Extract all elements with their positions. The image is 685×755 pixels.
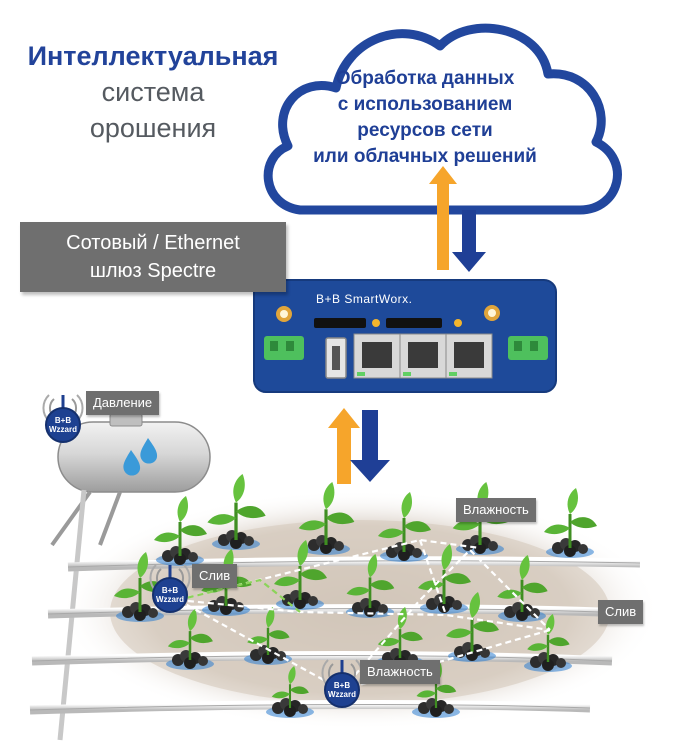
wzzard-logo: B+B Wzzard	[155, 586, 185, 604]
cloud-caption: Обработка данных с использованием ресурс…	[290, 66, 560, 170]
sensor-tag-drain-right: Слив	[598, 600, 644, 624]
wzzard-logo-line-1: B+B	[161, 586, 179, 595]
gateway-label-line-1: Сотовый / Ethernet	[66, 232, 240, 254]
gateway-device-icon	[253, 279, 557, 393]
cloud-line-4: или облачных решений	[313, 146, 537, 167]
cloud-line-1: Обработка данных	[335, 68, 515, 89]
gateway-brand: B+B SmartWorx.	[316, 292, 413, 306]
wireless-mesh-links	[177, 538, 551, 692]
sensor-tag-humidity-top: Влажность	[456, 498, 536, 522]
arrow-up-icon	[429, 166, 457, 270]
sensor-tag-humidity-bottom: Влажность	[360, 660, 440, 684]
cloud-line-2: с использованием	[337, 94, 513, 115]
sensor-tag-pressure: Давление	[86, 391, 160, 415]
gateway-label: Сотовый / Ethernet шлюз Spectre	[20, 222, 286, 292]
wzzard-logo-line-1: B+B	[333, 681, 351, 690]
arrow-down-icon	[452, 210, 486, 272]
cloud-line-3: ресурсов сети	[357, 120, 493, 141]
wzzard-logo: B+B Wzzard	[48, 416, 78, 434]
wzzard-logo: B+B Wzzard	[327, 681, 357, 699]
arrow-down-icon	[350, 410, 390, 482]
title-line-1: Интеллектуальная	[27, 41, 279, 71]
title-line-3: орошения	[89, 113, 217, 143]
sensor-tag-drain-left: Слив	[192, 564, 238, 588]
cloud-icon	[263, 23, 622, 215]
gateway-label-line-2: шлюз Spectre	[89, 260, 217, 282]
wzzard-logo-line-2: Wzzard	[328, 690, 356, 699]
water-drop-icon	[123, 438, 158, 476]
wzzard-logo-line-1: B+B	[54, 416, 72, 425]
wzzard-logo-line-2: Wzzard	[156, 595, 184, 604]
wzzard-logo-line-2: Wzzard	[49, 425, 77, 434]
title-line-2: система	[101, 77, 205, 107]
diagram-title: Интеллектуальная система орошения	[8, 38, 298, 146]
arrow-up-icon	[328, 408, 360, 484]
